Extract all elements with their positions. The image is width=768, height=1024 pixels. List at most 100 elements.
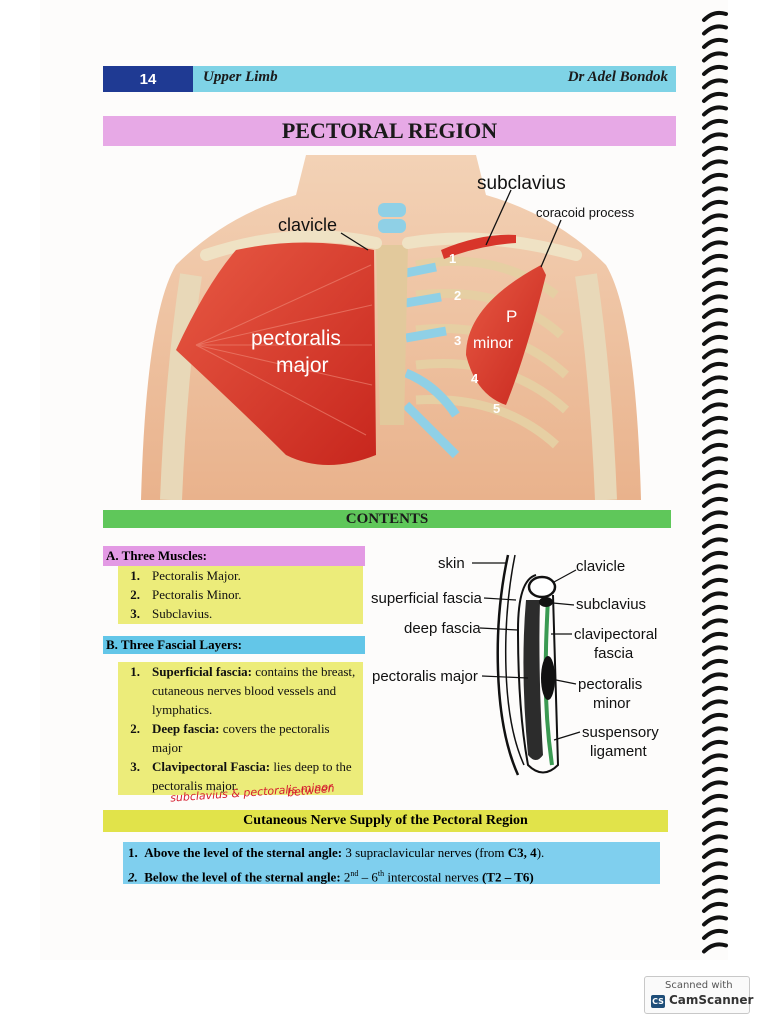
spiral-coil [702,105,728,117]
spiral-coil [702,294,728,306]
spiral-coil [702,321,728,333]
label-deep-fascia: deep fascia [404,620,481,637]
spiral-coil [702,402,728,414]
page-number: 14 [103,66,193,92]
spiral-coil [702,91,728,103]
fascial-layers-list: 1.Superficial fascia: contains the breas… [118,662,363,795]
label-clavicle: clavicle [576,558,625,575]
list-item: 1.Superficial fascia: contains the breas… [118,662,363,719]
spiral-coil [702,361,728,373]
item-number: 2. [130,587,140,602]
spiral-coil [702,861,728,873]
spiral-coil [702,429,728,441]
spiral-coil [702,847,728,859]
vertebra [378,219,406,233]
spiral-coil [702,172,728,184]
superscript: th [377,869,385,878]
spiral-coil [702,159,728,171]
muscles-list-box: 1.Pectoralis Major. 2.Pectoralis Minor. … [118,566,363,624]
line-bold: C3, 4 [507,845,537,860]
spiral-coil [702,726,728,738]
leader-lines [340,189,562,268]
line-text: 2 [340,869,351,885]
spiral-coil [702,145,728,157]
line-text: intercostal nerves [384,869,482,885]
left-humerus [160,273,202,500]
subclavius-section [539,597,553,607]
spiral-coil [702,388,728,400]
spiral-coil [702,685,728,697]
label-superficial-fascia: superficial fascia [371,590,483,607]
spiral-coil [702,874,728,886]
spiral-coil [702,604,728,616]
spiral-coil [702,577,728,589]
spiral-coil [702,267,728,279]
list-item: 3. Subclavius. [118,604,363,623]
diagram-leader-lines [472,562,581,741]
item-text: covers the pectoralis major [152,721,330,755]
pectoral-region-illustration: subclavius coracoid process clavicle pec… [141,155,641,500]
muscle-fibers [195,264,373,436]
rib-number-3: 3 [454,333,461,348]
spiral-coil [702,10,728,22]
page-title: PECTORAL REGION [103,116,676,146]
clavipectoral-fascia-section [543,597,554,766]
spiral-coil [702,699,728,711]
spiral-coil [702,64,728,76]
spiral-coil [702,51,728,63]
item-number: 1. [130,568,140,583]
rib-number-2: 2 [454,288,461,303]
pectoralis-major-section [523,600,543,760]
spiral-coil [702,240,728,252]
item-number: 2. [130,721,140,736]
item-text: Pectoralis Minor. [152,587,242,602]
spiral-coil [702,915,728,927]
item-term: Clavipectoral Fascia: [152,759,271,774]
watermark-brand: CamScanner [669,993,754,1007]
label-clavipectoral-1: clavipectoral [574,626,657,643]
label-pectoralis-minor-1: pectoralis [578,676,642,693]
superscript: nd [350,869,359,878]
spiral-coil [702,564,728,576]
spiral-coil [702,226,728,238]
list-item: 2. Pectoralis Minor. [118,585,363,604]
vertebra [378,203,406,217]
muscles-list: 1.Pectoralis Major. 2.Pectoralis Minor. … [118,566,363,623]
cutaneous-nerve-box: 1. Above the level of the sternal angle:… [123,842,660,884]
spiral-coil [702,78,728,90]
camscanner-watermark: Scanned with CS CamScanner [644,976,754,1014]
spiral-coil [702,253,728,265]
fascial-layers-box: 1.Superficial fascia: contains the breas… [118,662,363,795]
spiral-coil [702,942,728,954]
spiral-coil [702,415,728,427]
pectoralis-major-muscle [176,242,376,465]
spiral-coil [702,186,728,198]
item-term: Superficial fascia: [152,664,253,679]
spiral-coil [702,591,728,603]
left-clavicle [200,230,382,261]
label-suspensory-1: suspensory [582,724,659,741]
spiral-coil [702,199,728,211]
deep-fascia-line [516,574,560,774]
pectoralis-minor-section [541,656,555,700]
rib-number-4: 4 [471,371,479,386]
spiral-coil [702,658,728,670]
item-text: Subclavius. [152,606,213,621]
line-end: ). [536,845,545,860]
label-pectoralis-major-1: pectoralis [251,327,341,350]
cutaneous-line-2: 2. Below the level of the sternal angle:… [123,863,660,884]
label-pectoralis-minor-2: minor [593,695,631,712]
cutaneous-nerve-heading: Cutaneous Nerve Supply of the Pectoral R… [103,810,668,832]
rib-number-5: 5 [493,401,500,416]
superficial-fascia-line [504,554,525,766]
spiral-coil [702,550,728,562]
spiral-coil [702,280,728,292]
spiral-coil [702,456,728,468]
spiral-coil [702,537,728,549]
label-clavipectoral-2: fascia [594,645,634,662]
spiral-coil [702,442,728,454]
spiral-coil [702,753,728,765]
spiral-coil [702,631,728,643]
label-minor: minor [473,335,514,352]
item-number: 3. [130,606,140,621]
